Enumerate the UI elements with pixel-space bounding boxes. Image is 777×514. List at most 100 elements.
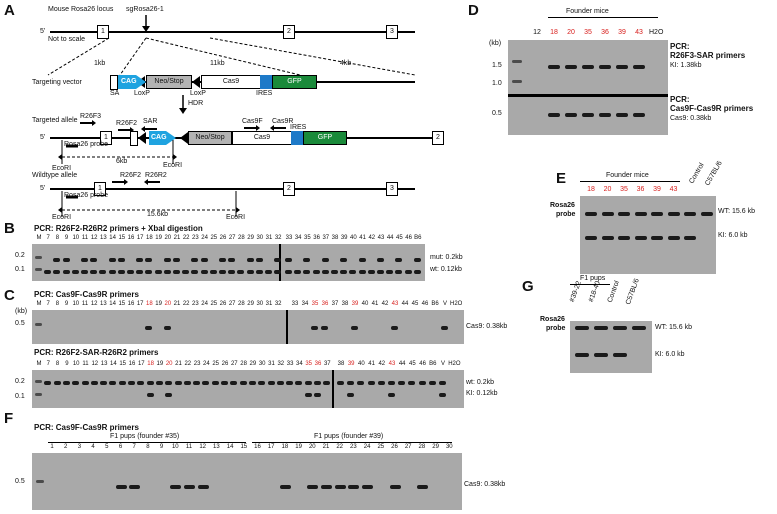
c-lane-label: 34 xyxy=(301,301,309,307)
d-tick-10: 1.0 xyxy=(492,80,502,87)
b-band-wt xyxy=(154,270,162,274)
c2-ki-band xyxy=(304,393,312,397)
c-lane-label: V xyxy=(442,301,447,307)
b-band-wt xyxy=(237,270,245,274)
f-lane-label: 26 xyxy=(391,444,398,450)
b-lane-label: 36 xyxy=(313,235,320,241)
b-lane-label: 44 xyxy=(386,235,394,241)
c-lane-label: 25 xyxy=(210,301,218,307)
e-lane-label: 35 xyxy=(620,186,628,193)
size-1kb: 1kb xyxy=(94,60,106,67)
gel-e xyxy=(580,196,716,274)
d-cas9-band xyxy=(548,113,560,117)
e-ki-band xyxy=(585,236,597,240)
b-lane-label: 15 xyxy=(118,235,126,241)
c-lane-label: 38 xyxy=(341,301,349,307)
b-band-mut xyxy=(191,258,199,262)
neostop-box-2: Neo/Stop xyxy=(188,131,232,145)
b-lane-label: 16 xyxy=(127,235,135,241)
c2-wt-band xyxy=(428,381,436,385)
ires-box xyxy=(260,75,272,89)
d-pcr2a: PCR: xyxy=(670,95,690,104)
c2-wt-band xyxy=(377,381,385,385)
panel-c-title-2: PCR: R26F2-SAR-R26R2 primers xyxy=(34,348,159,357)
size-6kb: 6kb xyxy=(116,158,128,165)
f-lane-label: 3 xyxy=(77,444,82,450)
b-band-wt xyxy=(312,270,320,274)
c2-wt-band xyxy=(146,381,154,385)
b-band-wt xyxy=(62,270,70,274)
b-lane-label: 24 xyxy=(201,235,208,241)
b-band-wt xyxy=(294,270,302,274)
b-lane-label: 42 xyxy=(368,235,376,241)
b-band-wt xyxy=(395,270,403,274)
c2-wt-band xyxy=(408,381,416,385)
cas9r-label: Cas9R xyxy=(272,118,294,125)
c-cas9-band xyxy=(391,326,398,330)
b-band-wt xyxy=(367,270,375,274)
f-cas9-band xyxy=(170,485,182,489)
e-wt-band xyxy=(667,212,680,216)
c-cas9-band xyxy=(441,326,448,330)
d-lane-label: H2O xyxy=(649,29,664,36)
c2-lane-label: 36 xyxy=(314,361,322,367)
c2-wt-band xyxy=(155,381,163,385)
cas9f-label: Cas9F xyxy=(242,118,263,125)
f-lane-label: 13 xyxy=(213,444,220,450)
ires-box-2 xyxy=(291,131,303,145)
b-band-wt xyxy=(44,270,52,274)
f-cas9-band xyxy=(307,485,319,489)
d-lane-label: 20 xyxy=(567,29,575,36)
panel-d-label: D xyxy=(468,2,479,19)
b-band-wt xyxy=(358,270,366,274)
c-lane-label: 9 xyxy=(64,301,69,307)
b-lane-label: 26 xyxy=(219,235,227,241)
panel-a-label: A xyxy=(4,2,15,19)
targeted-allele-label: Targeted allele xyxy=(32,117,78,124)
c2-wt-band xyxy=(367,381,375,385)
b-lane-label: 46 xyxy=(405,235,412,241)
c2-lane-label: 46 xyxy=(419,361,426,367)
f-lane-label: 27 xyxy=(404,444,412,450)
c2-lane-label: 20 xyxy=(165,361,173,367)
wt-exon-3: 3 xyxy=(386,182,398,196)
b-band-mut xyxy=(358,258,366,262)
f-lane-label: 24 xyxy=(363,444,371,450)
d-founder-line xyxy=(548,17,658,18)
d-pcr1a: PCR: xyxy=(670,42,690,51)
f-lane-label: 20 xyxy=(308,444,316,450)
b-band-wt xyxy=(182,270,190,274)
d-pcr2b: Cas9F-Cas9R primers xyxy=(670,104,754,113)
c-lane-label: 40 xyxy=(361,301,369,307)
b-band-wt xyxy=(71,270,79,274)
f-lane-label: 4 xyxy=(91,444,95,450)
r26f2-label-wt: R26F2 xyxy=(120,172,142,179)
gel-b-divider xyxy=(279,244,281,281)
c2-wt-band xyxy=(323,381,331,385)
f-tick-05: 0.5 xyxy=(15,478,25,485)
c-lane-label: H2O xyxy=(450,301,463,307)
g-probe-2: probe xyxy=(546,325,566,332)
c2-ki-band xyxy=(165,393,173,397)
d-cas9-label: Cas9: 0.38kb xyxy=(670,115,712,122)
c-lane-label: 41 xyxy=(371,301,379,307)
c2-lane-label: 42 xyxy=(378,361,386,367)
c-lane-label: 26 xyxy=(219,301,227,307)
e-ki-band xyxy=(634,236,647,240)
c2-wt-band xyxy=(100,381,108,385)
f-lane-label: 19 xyxy=(295,444,302,450)
c-lane-label: 20 xyxy=(164,301,172,307)
c2-wt-band xyxy=(276,381,284,385)
c2-ki-band xyxy=(314,393,321,397)
g-lane-label: C57BL/6 xyxy=(624,277,641,306)
c2-wt-band xyxy=(109,381,117,385)
c-lane-label: 37 xyxy=(331,301,339,307)
b-lane-label: 9 xyxy=(64,235,69,241)
sar-label: SAR xyxy=(143,118,158,125)
c2-lane-label: 11 xyxy=(82,361,89,367)
c2-wt-band xyxy=(267,381,275,385)
panel-b-title: PCR: R26F2-R26R2 primers + XbaI digestio… xyxy=(34,224,203,233)
five-prime-2: 5' xyxy=(40,134,46,141)
b-lane-label: 10 xyxy=(72,235,80,241)
c2-wt-band xyxy=(137,381,145,385)
